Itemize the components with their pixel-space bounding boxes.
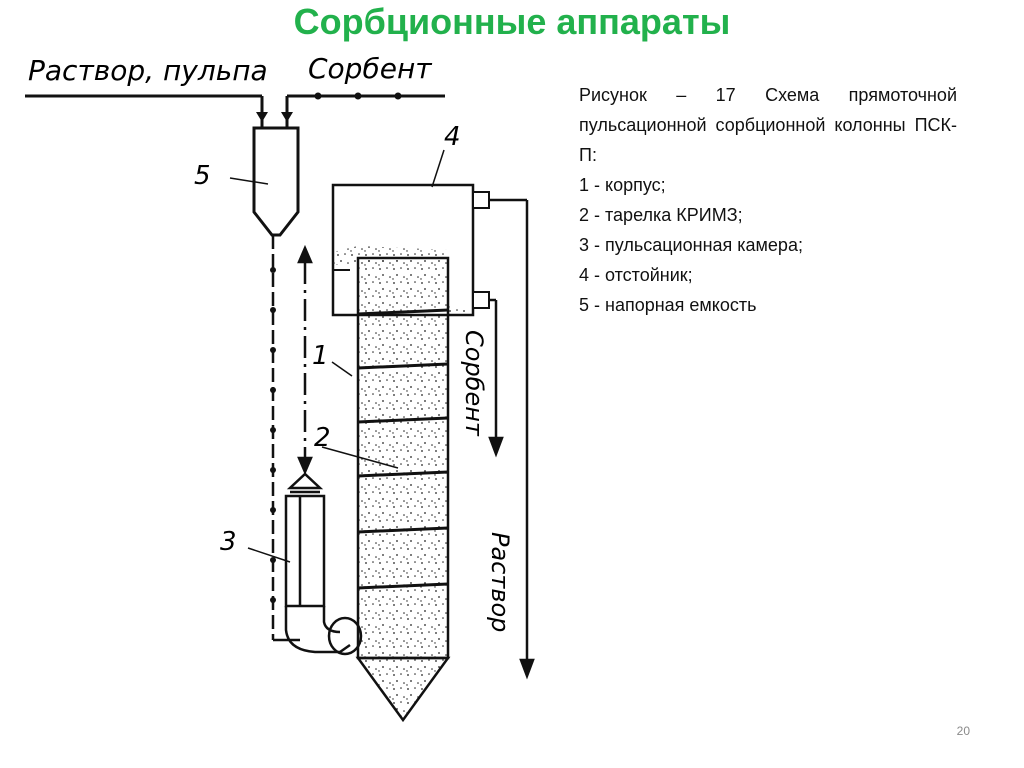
inlet-arrows	[256, 112, 293, 122]
label-sorbent-top: Сорбент	[308, 52, 432, 85]
head-tank	[252, 126, 300, 237]
sorbent-line-dots	[314, 92, 402, 100]
column-body	[355, 256, 451, 723]
legend-item-3: 3 - пульсационная камера;	[579, 235, 803, 255]
legend-item-4: 4 - отстойник;	[579, 265, 693, 285]
number-2: 2	[314, 423, 331, 453]
outlet-lines	[488, 198, 535, 680]
label-sorbent-outlet: Сорбент	[460, 330, 488, 437]
legend-item-5: 5 - напорная емкость	[579, 295, 757, 315]
column-trays	[357, 308, 449, 590]
pulsation-chamber	[284, 472, 363, 656]
label-solution-outlet: Раствор	[486, 532, 514, 632]
number-1: 1	[312, 341, 329, 371]
pulsation-arrow	[297, 244, 313, 476]
figure-caption: Рисунок – 17 Схема прямоточной пульсацио…	[579, 85, 957, 165]
number-4: 4	[444, 122, 461, 152]
feed-line	[25, 94, 445, 128]
leader-lines	[229, 149, 445, 563]
legend-item-2: 2 - тарелка КРИМЗ;	[579, 205, 743, 225]
page-number: 20	[956, 724, 970, 738]
legend-item-1: 1 - корпус;	[579, 175, 666, 195]
downcomer-dots	[270, 267, 276, 603]
figure-description: Рисунок – 17 Схема прямоточной пульсацио…	[579, 80, 957, 320]
label-feed: Раствор, пульпа	[28, 54, 268, 87]
page-title: Сорбционные аппараты	[293, 1, 731, 42]
number-5: 5	[194, 161, 211, 191]
number-3: 3	[220, 527, 237, 557]
